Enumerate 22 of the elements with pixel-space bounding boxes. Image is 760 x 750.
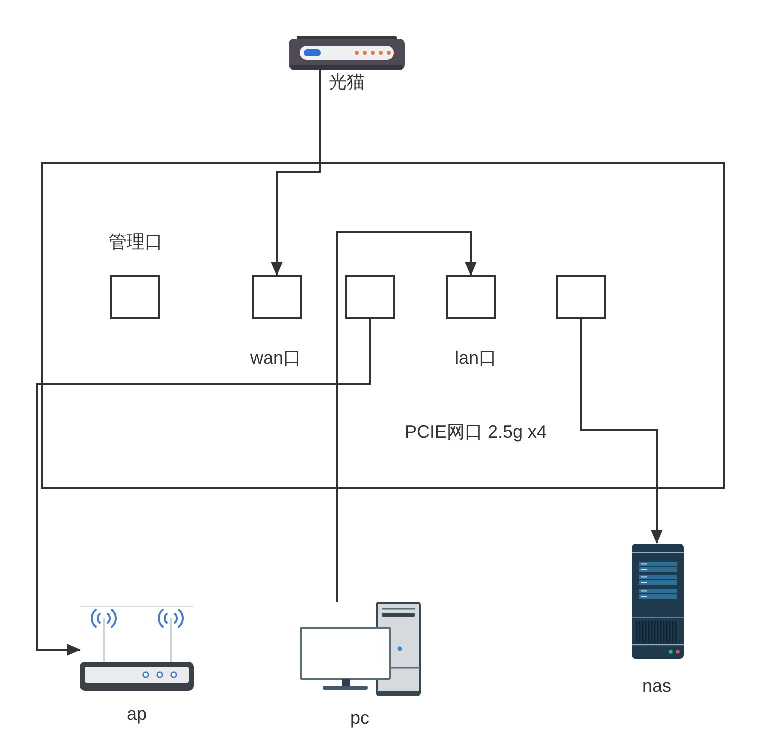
panel-note: PCIE网口 2.5g x4: [404, 421, 548, 443]
network-port: [556, 275, 606, 319]
network-port: [345, 275, 395, 319]
device-caption: 光猫: [329, 71, 365, 93]
device-caption: pc: [350, 707, 370, 729]
arrow: [271, 70, 321, 276]
modem-icon: [289, 36, 405, 70]
network-port: [110, 275, 160, 319]
arrow: [580, 319, 663, 544]
network-port: [446, 275, 496, 319]
device-caption: ap: [126, 703, 148, 725]
port-label: wan口: [250, 347, 302, 369]
arrow: [336, 231, 477, 602]
device-panel: [41, 162, 725, 489]
desktop-computer-icon: [300, 602, 421, 696]
wifi-router-icon: [80, 606, 194, 691]
arrow: [36, 319, 371, 656]
port-label: 管理口: [109, 231, 163, 253]
device-caption: nas: [642, 675, 672, 697]
port-label: lan口: [454, 347, 498, 369]
server-tower-icon: [631, 543, 685, 660]
network-port: [252, 275, 302, 319]
